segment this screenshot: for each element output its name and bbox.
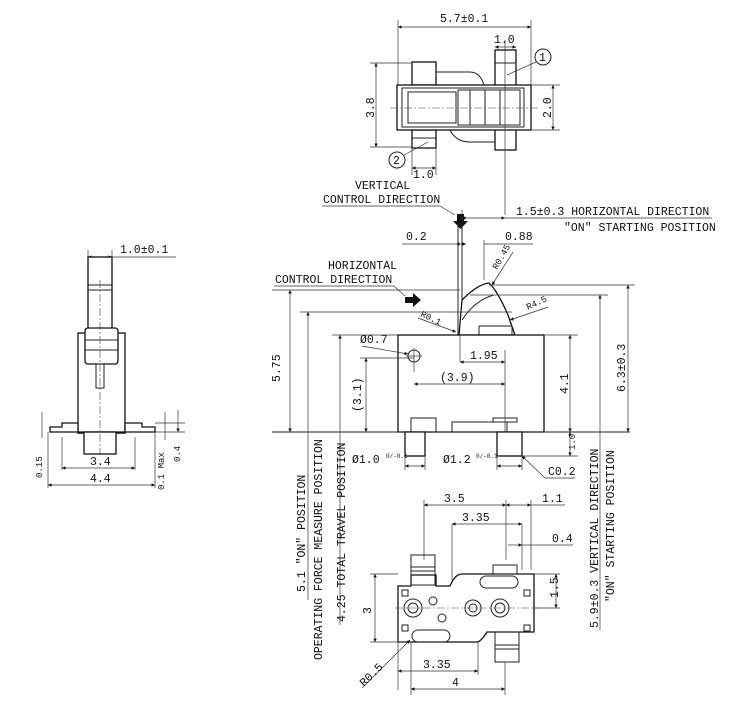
- pin-2-tolerance: 0/-0.1: [476, 453, 498, 460]
- radius-r01: R0.1: [419, 310, 443, 328]
- mount-boss-left: [403, 598, 423, 618]
- radius-r45: R4.5: [525, 295, 549, 313]
- pin-1: [404, 431, 426, 457]
- dim-0-4: 0.4: [552, 533, 573, 546]
- dim-4-1: 4.1: [559, 373, 572, 394]
- vertical-direction-label: 5.9±0.3 VERTICAL DIRECTION: [589, 449, 602, 628]
- dim-1-1: 1.1: [542, 493, 563, 506]
- chamfer-label: C0.2: [548, 466, 576, 479]
- dim-1-95: 1.95: [470, 350, 498, 363]
- pin-1-tolerance: 0/-0.1: [386, 453, 408, 460]
- dim-3-9: (3.9): [440, 372, 475, 385]
- vertical-direction-arrow-icon: [453, 214, 468, 229]
- callout-2-circle: [388, 151, 406, 169]
- hole-diameter: Ø0.7: [360, 334, 388, 347]
- dim-0-4-left: 0.4: [173, 446, 183, 462]
- on-position-label: 5.1 "ON" POSITION: [296, 475, 309, 592]
- dim-0-15: 0.15: [35, 456, 45, 478]
- operating-force-label: OPERATING FORCE MEASURE POSITION: [313, 439, 326, 660]
- dim-3-4: 3.4: [90, 456, 111, 469]
- horizontal-on-label: "ON" STARTING POSITION: [564, 222, 716, 235]
- terminal-2-top: [411, 61, 437, 86]
- dim-4-4: 4.4: [90, 473, 111, 486]
- bottom-terminal-left: [410, 554, 436, 586]
- top-width-label: 5.7±0.1: [440, 13, 488, 26]
- dim-1-0: 1.0: [568, 434, 578, 450]
- vertical-control-label-1: VERTICAL: [355, 180, 410, 193]
- left-view: 1.0±0.1 3.4 4.4 0.15 0.1 Max 0.4: [35, 244, 185, 490]
- pin-2-diameter: Ø1.2: [443, 454, 471, 467]
- dim-3: 3: [362, 607, 375, 614]
- pin-1-diameter: Ø1.0: [352, 454, 380, 467]
- actuator-width-label: 1.0±0.1: [120, 244, 168, 257]
- callout-1-circle: [534, 48, 552, 66]
- callout-2: 2: [393, 155, 400, 168]
- pin-2: [496, 431, 523, 457]
- vertical-control-label-2: CONTROL DIRECTION: [323, 194, 440, 207]
- horizontal-direction-label: 1.5±0.3 HORIZONTAL DIRECTION: [516, 206, 709, 219]
- dim-0-88: 0.88: [505, 231, 533, 244]
- vertical-on-label: "ON" STARTING POSITION: [605, 450, 618, 602]
- horizontal-direction-arrow-icon: [405, 293, 421, 307]
- body-height-label: 2.0: [542, 97, 555, 118]
- callout-1: 1: [539, 52, 546, 65]
- dim-3-1: (3.1): [352, 377, 365, 412]
- bottom-terminal-right: [494, 631, 520, 663]
- horizontal-control-label-1: HORIZONTAL: [328, 260, 397, 273]
- bottom-view: 3.5 1.1 3.35 0.4 3 1.5: [358, 493, 573, 695]
- top-view: 5.7±0.1 1.0 1.0 3.8 2.0 1 2: [365, 13, 560, 215]
- dim-6-3: 6.3±0.3: [616, 344, 629, 392]
- top-height-label: 3.8: [365, 97, 378, 118]
- terminal-2-width: 1.0: [413, 169, 434, 182]
- total-travel-label: 4.25 TOTAL TRAVEL POSITION: [336, 443, 349, 622]
- terminal-2-bottom: [411, 129, 437, 149]
- dim-5-75: 5.75: [271, 354, 284, 382]
- dim-4: 4: [452, 677, 459, 690]
- radius-r05: R0.5: [358, 661, 387, 690]
- dim-3-35-top: 3.35: [462, 512, 490, 525]
- dim-0-2: 0.2: [406, 231, 427, 244]
- dim-3-35-bottom: 3.35: [423, 659, 451, 672]
- actuator-lever: [458, 282, 516, 336]
- dim-0-1-max: 0.1 Max: [157, 452, 167, 490]
- dim-1-5: 1.5: [549, 577, 562, 598]
- horizontal-control-label-2: CONTROL DIRECTION: [275, 274, 392, 287]
- dim-3-5: 3.5: [444, 493, 465, 506]
- side-view: VERTICAL CONTROL DIRECTION 1.5±0.3 HORIZ…: [271, 180, 716, 660]
- terminal-1-width: 1.0: [494, 34, 515, 47]
